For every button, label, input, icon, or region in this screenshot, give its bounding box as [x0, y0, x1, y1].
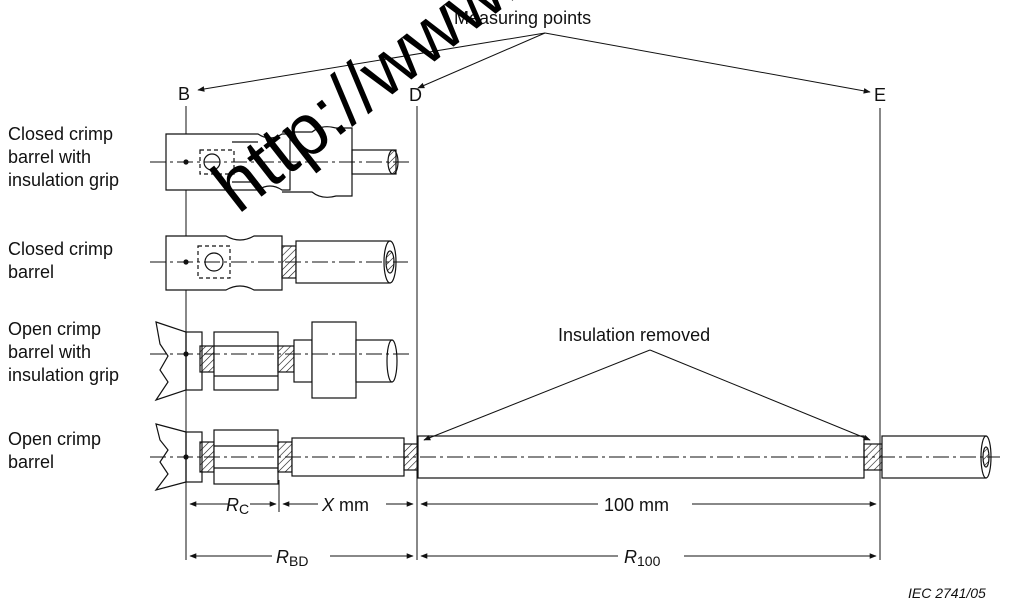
row3-label-line1: Open crimp: [8, 319, 101, 339]
row1-label-line3: insulation grip: [8, 170, 119, 190]
row2-label-line1: Closed crimp: [8, 239, 113, 259]
row-labels: Closed crimp barrel with insulation grip…: [8, 124, 119, 472]
dim-rbd-label: RBD: [276, 547, 308, 569]
closed-crimp-with-grip-drawing: [150, 126, 412, 198]
open-crimp-drawing: [150, 423, 1000, 492]
row1-label-line1: Closed crimp: [8, 124, 113, 144]
watermark: http://www.chin: [197, 0, 640, 228]
dimension-lines: [189, 501, 877, 559]
dim-rc-label: RC: [226, 495, 249, 517]
point-b-label: B: [178, 84, 190, 104]
dim-x-label: X mm: [321, 495, 369, 515]
point-d-label: D: [409, 85, 422, 105]
row4-label-line1: Open crimp: [8, 429, 101, 449]
dim-r100-label: R100: [624, 547, 661, 569]
dimension-labels: RC X mm 100 mm RBD R100: [226, 495, 669, 569]
figure-reference: IEC 2741/05: [908, 585, 986, 601]
row4-label-line2: barrel: [8, 452, 54, 472]
arrow-to-e: [544, 32, 871, 94]
point-e-label: E: [874, 85, 886, 105]
closed-crimp-drawing: [150, 235, 408, 291]
row2-label-line2: barrel: [8, 262, 54, 282]
row1-label-line2: barrel with: [8, 147, 91, 167]
open-crimp-with-grip-drawing: [150, 321, 410, 402]
insulation-removed-callout: Insulation removed: [423, 325, 871, 441]
row3-label-line3: insulation grip: [8, 365, 119, 385]
dim-100mm-label: 100 mm: [604, 495, 669, 515]
arrow-to-d: [417, 32, 546, 89]
row3-label-line2: barrel with: [8, 342, 91, 362]
measuring-points-label: Measuring points: [454, 8, 591, 28]
insulation-removed-label: Insulation removed: [558, 325, 710, 345]
arrow-to-b: [197, 32, 546, 92]
measuring-points-header: Measuring points B D E: [178, 8, 886, 105]
